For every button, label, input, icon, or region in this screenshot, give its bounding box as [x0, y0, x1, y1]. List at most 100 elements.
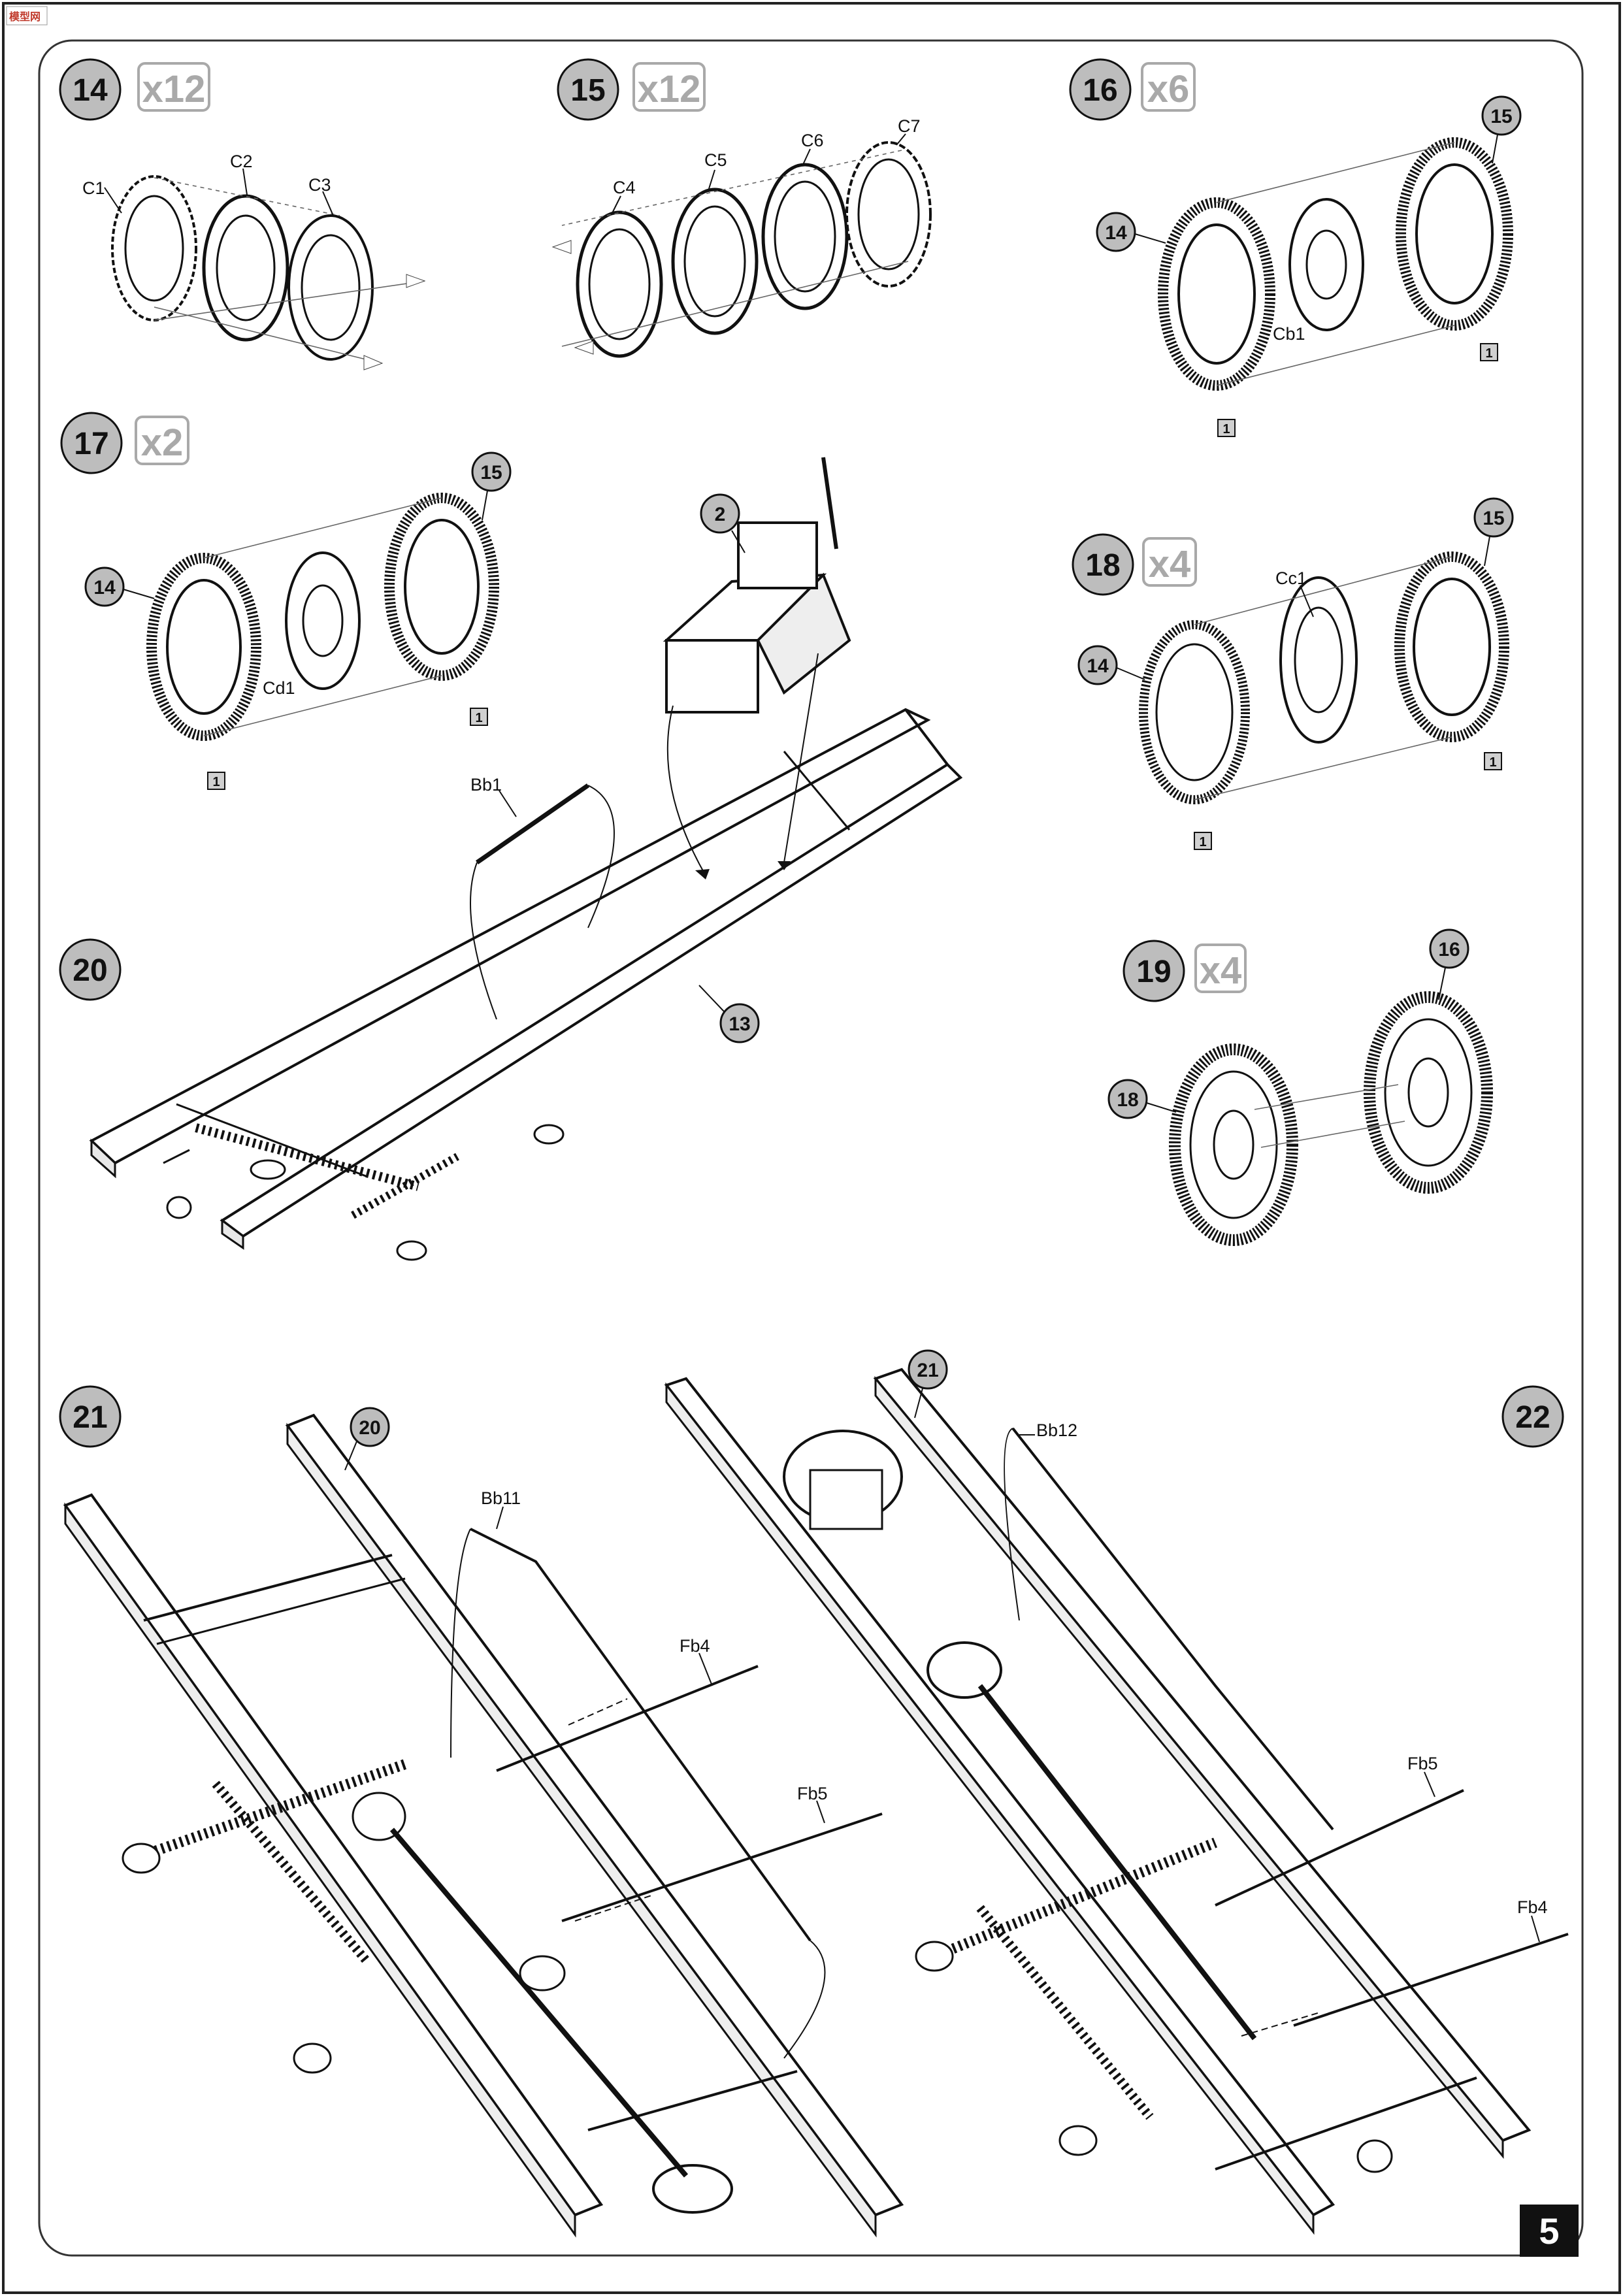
step-badge — [557, 58, 619, 121]
step-badge — [1069, 58, 1132, 121]
part-label-cd1: Cd1 — [263, 678, 295, 698]
leader-line — [914, 1388, 923, 1419]
part-label-bb11: Bb11 — [481, 1488, 521, 1508]
callout-badge — [1481, 95, 1522, 136]
engine-assembly — [663, 457, 851, 879]
tire-half-front — [1158, 197, 1275, 391]
callout-badge — [719, 1003, 760, 1043]
step-18: 18 x4 14 15 Cc1 1 1 — [1072, 497, 1514, 850]
part-label-bb12: Bb12 — [1036, 1420, 1077, 1440]
leader-line — [499, 790, 517, 817]
leader-line — [1484, 536, 1490, 566]
step-number: 15 — [570, 73, 605, 108]
sprue-ref: 1 — [1489, 755, 1496, 770]
arrow-head — [363, 355, 384, 370]
sprue-ref: 1 — [212, 775, 220, 789]
callout-number: 21 — [917, 1360, 938, 1381]
sprue-ref: 1 — [1485, 346, 1492, 361]
part-label-c5: C5 — [704, 150, 727, 170]
part-label-fb5: Fb5 — [1407, 1754, 1438, 1773]
guide-line — [154, 177, 340, 216]
callout-number: 15 — [1490, 106, 1512, 127]
arrow-head — [406, 274, 426, 288]
step-badge — [59, 938, 122, 1001]
guide-line — [561, 150, 902, 226]
guide-line — [1216, 325, 1455, 386]
part-bb1 — [470, 783, 615, 1020]
leader-line — [816, 1800, 825, 1824]
leader-line — [698, 985, 725, 1012]
quantity-label: x6 — [1147, 68, 1190, 110]
leader-line — [698, 1652, 713, 1686]
publisher-logo: 模型网 — [6, 6, 48, 25]
step-number: 21 — [73, 1400, 107, 1435]
chassis-frame — [63, 1413, 904, 2238]
content-frame — [38, 39, 1584, 2257]
tire-half-rear — [384, 493, 499, 681]
part-label-c2: C2 — [230, 152, 253, 171]
part-label-fb4: Fb4 — [680, 1636, 710, 1656]
leader-line — [611, 195, 621, 215]
quantity-box — [1141, 62, 1196, 112]
part-label-c3: C3 — [308, 175, 331, 195]
step-badge — [59, 58, 122, 121]
callout-badge — [84, 566, 125, 607]
step-14: 14 x12 C1 C2 C3 — [59, 58, 426, 370]
quantity-box — [135, 416, 189, 465]
step-number: 17 — [74, 427, 108, 461]
quantity-label: x4 — [1149, 543, 1191, 585]
part-fb4 — [1241, 1933, 1569, 2037]
callout-number: 15 — [480, 462, 502, 484]
part-bb11 — [450, 1528, 826, 2059]
quantity-box — [632, 62, 706, 112]
leader-line — [1531, 1915, 1540, 1943]
rear-axle-assembly — [166, 1123, 565, 1261]
step-15: 15 x12 C4 C5 C6 C7 — [551, 58, 932, 358]
sprue-ref: 1 — [1222, 422, 1230, 436]
leader-line — [344, 1441, 357, 1471]
step-16: 16 x6 14 15 Cb1 1 1 — [1069, 58, 1522, 437]
part-label-c6: C6 — [801, 131, 824, 150]
part-label-bb1: Bb1 — [470, 775, 502, 795]
guide-line — [154, 306, 380, 363]
sprue-ref: 1 — [475, 711, 482, 725]
step-badge — [1072, 533, 1134, 596]
leader-line — [1438, 967, 1446, 1000]
hub-cd1 — [285, 551, 361, 690]
step-19: 19 x4 18 16 — [1107, 928, 1493, 1246]
leader-line — [482, 490, 488, 521]
axle-assembly — [122, 1759, 733, 2214]
callout-badge — [700, 493, 740, 534]
step-badge — [1123, 940, 1185, 1002]
step-20: 20 — [59, 457, 963, 1261]
sprue-ref-box — [207, 772, 225, 790]
part-label-cb1: Cb1 — [1273, 324, 1305, 344]
page-number-box: 5 — [1520, 2205, 1579, 2257]
callout-number: 15 — [1483, 508, 1504, 529]
callout-badge — [1077, 645, 1118, 685]
quantity-box — [1142, 537, 1197, 587]
part-fb5 — [1215, 1789, 1464, 1907]
callout-number: 14 — [1105, 222, 1127, 244]
arrow-head — [551, 240, 572, 254]
guide-line — [203, 497, 442, 559]
ring-c1 — [111, 175, 197, 321]
guide-line — [1194, 556, 1452, 625]
callout-badge — [1473, 497, 1514, 538]
logo-text: 模型网 — [9, 10, 41, 23]
quantity-label: x4 — [1200, 949, 1242, 992]
callout-number: 20 — [359, 1417, 380, 1439]
quantity-box — [137, 62, 210, 112]
tire-half-front — [1139, 620, 1250, 804]
part-label-fb4: Fb4 — [1517, 1897, 1548, 1917]
callout-badge — [1107, 1079, 1148, 1119]
callout-number: 16 — [1438, 939, 1460, 960]
page-number: 5 — [1539, 2210, 1559, 2252]
ring-c5 — [671, 188, 759, 335]
step-number: 22 — [1515, 1400, 1550, 1435]
guide-line — [561, 261, 909, 347]
leader-line — [708, 169, 715, 191]
ring-c3 — [287, 214, 374, 361]
guide-line — [1254, 1084, 1399, 1110]
